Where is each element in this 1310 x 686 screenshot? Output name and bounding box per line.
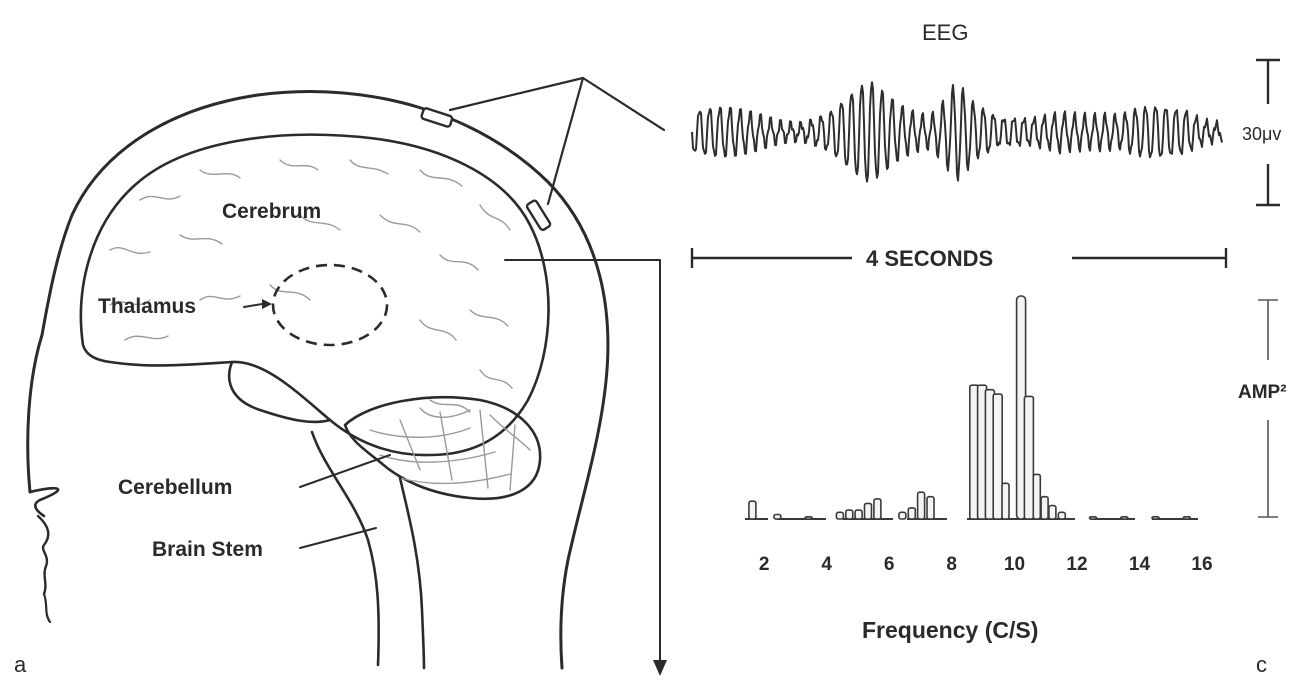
spectrum-bar — [1023, 395, 1035, 520]
head-illustration — [26, 76, 667, 676]
voltage-scale-bar — [1256, 58, 1280, 207]
electrode-top — [420, 107, 454, 128]
cerebrum-label: Cerebrum — [222, 200, 321, 223]
cerebrum-folds — [109, 159, 513, 413]
eeg-trace — [691, 81, 1223, 183]
spectrum-bar — [804, 515, 813, 520]
thalamus-leader — [243, 303, 263, 308]
thalamus-arrowhead — [262, 299, 272, 309]
spectrum-bar — [916, 491, 926, 520]
amp-label: AMP² — [1238, 382, 1287, 403]
eeg-title: EEG — [922, 20, 968, 45]
eeg-waveform — [691, 81, 1223, 183]
cerebellum-folia — [369, 407, 531, 491]
spectrum-bar — [1088, 515, 1098, 520]
spectrum-bar — [863, 502, 873, 520]
brain-stem-outline-back — [398, 476, 426, 670]
spectrum-bar — [1182, 515, 1192, 520]
cerebellum-label: Cerebellum — [118, 476, 232, 499]
spectrum-bar — [1120, 515, 1129, 520]
time-scale-bar — [690, 248, 1228, 268]
spectrum-bar — [898, 511, 907, 520]
spectrum-bar — [992, 393, 1004, 520]
panel-letter-a: a — [14, 652, 27, 677]
pointer-arrowhead — [653, 660, 667, 676]
frequency-axis-label: Frequency (C/S) — [862, 617, 1038, 643]
brain-stem-leader — [299, 527, 377, 549]
spectrum-bar — [835, 511, 845, 520]
cerebellum-leader — [299, 454, 391, 488]
frequency-tick-label: 12 — [1066, 554, 1087, 575]
spectrum-bar — [907, 507, 917, 520]
frequency-tick-labels: 2 4 6 8 10 12 14 16 — [759, 554, 1213, 575]
brain-stem-outline — [310, 430, 380, 667]
spectrum-bar — [1032, 473, 1042, 520]
cerebrum-outline — [79, 133, 550, 457]
frequency-tick-label: 4 — [821, 554, 832, 575]
spectrum-bar — [1040, 495, 1049, 520]
spectrum-bar — [1057, 511, 1067, 520]
spectrum-bar — [926, 495, 935, 520]
electrode-side — [525, 199, 552, 231]
spectrum-bar — [773, 513, 782, 520]
panel-letter-c: c — [1256, 652, 1267, 677]
face-profile — [28, 486, 60, 518]
voltage-scale-label: 30μv — [1242, 124, 1281, 144]
spectrum-bar — [873, 498, 882, 520]
power-spectrum — [745, 295, 1198, 520]
spectrum-bar — [1048, 504, 1057, 520]
thalamus-outline — [271, 263, 389, 347]
head-outline — [26, 90, 610, 670]
frequency-tick-label: 16 — [1191, 554, 1212, 575]
amp-scale-bar — [1258, 299, 1278, 518]
spectrum-bar — [854, 509, 863, 520]
frequency-tick-label: 6 — [884, 554, 895, 575]
spectrum-bar — [844, 509, 854, 520]
pointer-line — [504, 259, 661, 665]
electrode-lead-1 — [448, 76, 666, 132]
spectrum-bar — [1151, 515, 1160, 520]
spectrum-bar — [1001, 482, 1010, 520]
frequency-tick-label: 2 — [759, 554, 770, 575]
frequency-tick-label: 10 — [1004, 554, 1025, 575]
brain-stem-label: Brain Stem — [152, 538, 263, 561]
frequency-tick-label: 8 — [946, 554, 957, 575]
electrode-lead-2 — [546, 76, 585, 206]
spectrum-bar — [748, 500, 757, 520]
frequency-tick-label: 14 — [1129, 554, 1151, 575]
temporal-lobe — [227, 360, 332, 424]
chin — [42, 592, 52, 624]
cerebellum-outline — [343, 395, 542, 500]
time-scale-label: 4 SECONDS — [866, 246, 993, 271]
thalamus-label: Thalamus — [98, 295, 196, 318]
mouth — [36, 514, 50, 596]
